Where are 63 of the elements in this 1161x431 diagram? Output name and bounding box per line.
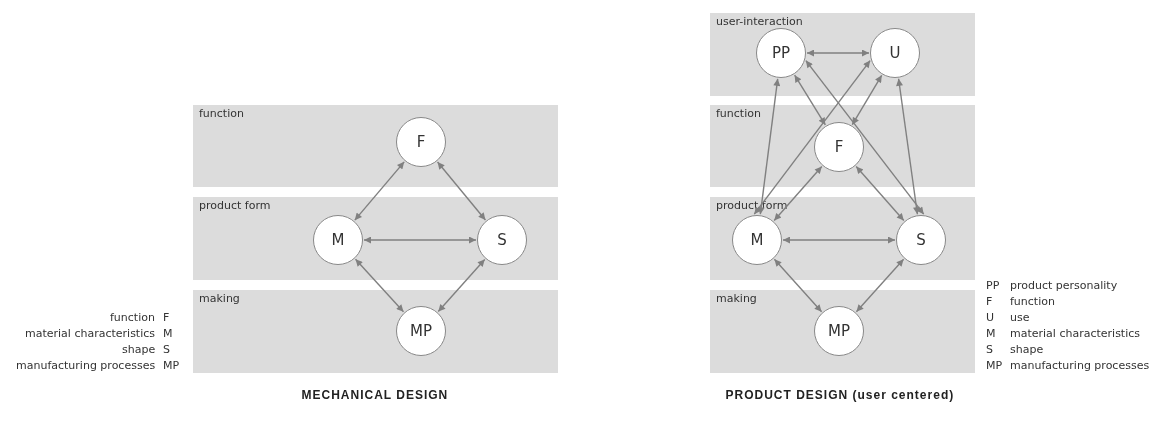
legend-term: shape [122, 343, 156, 357]
legend-term: product personality [1010, 279, 1118, 293]
double-arrow [805, 59, 925, 215]
double-arrow [855, 258, 905, 313]
abbreviation: MP [163, 359, 180, 373]
abbreviation: MP [986, 359, 1003, 373]
diagram-caption: PRODUCT DESIGN (user centered) [725, 388, 955, 402]
double-arrow [753, 59, 871, 215]
node-circle: MP [396, 306, 446, 356]
legend-term: shape [1010, 343, 1044, 357]
node-circle: F [396, 117, 446, 167]
node-circle: S [477, 215, 527, 265]
band-label: user-interaction [716, 15, 803, 28]
abbreviation: PP [986, 279, 1000, 293]
layer-band [710, 197, 975, 280]
double-arrow [436, 161, 487, 221]
double-arrow [773, 165, 823, 222]
double-arrow [363, 236, 477, 244]
layer-band [710, 13, 975, 96]
double-arrow [855, 165, 905, 222]
diagram-caption: MECHANICAL DESIGN [301, 388, 449, 402]
abbreviation: U [986, 311, 995, 325]
layer-band [193, 290, 558, 373]
node-circle: M [313, 215, 363, 265]
abbreviation: M [163, 327, 173, 341]
layer-band [710, 105, 975, 187]
band-label: product form [199, 199, 271, 212]
node-circle: S [896, 215, 946, 265]
layer-band [710, 290, 975, 373]
layer-band [193, 197, 558, 280]
abbreviation: S [163, 343, 170, 357]
abbreviation: F [163, 311, 170, 325]
legend-term: manufacturing processes [16, 359, 156, 373]
abbreviation: S [986, 343, 993, 357]
node-circle: M [732, 215, 782, 265]
double-arrow [896, 78, 920, 215]
node-circle: U [870, 28, 920, 78]
band-label: making [199, 292, 240, 305]
node-circle: MP [814, 306, 864, 356]
legend-term: function [1010, 295, 1055, 309]
band-label: function [716, 107, 761, 120]
double-arrow [354, 161, 405, 221]
node-circle: PP [756, 28, 806, 78]
double-arrow [757, 78, 781, 215]
legend-term: function [110, 311, 155, 325]
double-arrow [354, 258, 405, 313]
double-arrow [437, 258, 486, 313]
legend-term: use [1010, 311, 1030, 325]
legend-term: manufacturing processes [1010, 359, 1150, 373]
double-arrow [851, 74, 883, 126]
legend-term: material characteristics [1010, 327, 1141, 341]
abbreviation: M [986, 327, 996, 341]
double-arrow [782, 236, 896, 244]
legend-term: material characteristics [25, 327, 156, 341]
layer-band [193, 105, 558, 187]
abbreviation: F [986, 295, 993, 309]
band-label: making [716, 292, 757, 305]
double-arrow [793, 74, 827, 126]
node-circle: F [814, 122, 864, 172]
double-arrow [806, 49, 870, 57]
band-label: function [199, 107, 244, 120]
double-arrow [773, 258, 823, 313]
band-label: product form [716, 199, 788, 212]
